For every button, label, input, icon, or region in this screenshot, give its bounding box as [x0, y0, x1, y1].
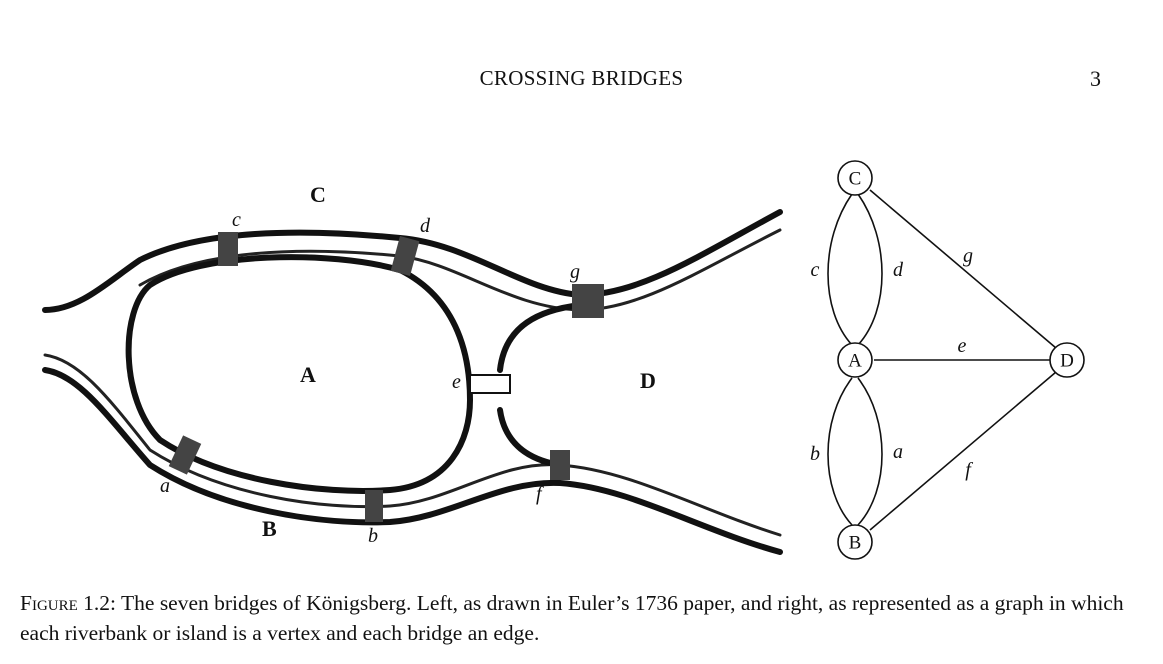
bridge-f [550, 450, 570, 480]
bridge-c [218, 232, 238, 266]
graph-edge-label-f: f [965, 459, 973, 481]
bridge-e [469, 374, 511, 394]
bridge-label-g: g [570, 261, 580, 283]
graph-node-label-c: C [849, 169, 862, 190]
graph-edge-g [869, 189, 1057, 349]
graph-node-c [837, 160, 873, 196]
graph-edge-label-g: g [963, 245, 973, 267]
bridge-graph: C A B D c d g e b a f [810, 160, 1085, 560]
bridge-label-d: d [420, 215, 431, 237]
graph-edge-label-d: d [893, 259, 904, 281]
river-fork-upper [497, 302, 583, 373]
graph-edge-label-a: a [893, 441, 903, 463]
river-bank-north-inner [138, 228, 782, 312]
graph-edge-label-b: b [810, 443, 820, 465]
river-bank-south-inner [43, 353, 782, 537]
graph-edge-b [827, 377, 853, 526]
graph-edge-c [827, 193, 853, 346]
graph-edge-f [869, 371, 1057, 531]
graph-edge-label-e: e [958, 335, 967, 357]
region-label-c: C [310, 182, 326, 207]
graph-edge-a [857, 377, 883, 526]
region-label-a: A [300, 362, 316, 387]
bridge-a [168, 435, 202, 475]
river-bank-south-outer [42, 367, 783, 555]
koenigsberg-map: C A D B a b c d e f g [42, 182, 783, 555]
figure-caption-text: The seven bridges of Königsberg. Left, a… [20, 591, 1124, 645]
graph-edge-label-c: c [811, 259, 820, 281]
bridge-g [572, 284, 604, 318]
bridge-label-e: e [452, 371, 461, 393]
graph-node-label-a: A [848, 351, 862, 372]
figure-caption-label: Figure 1.2: [20, 591, 117, 615]
bridge-label-b: b [368, 525, 378, 547]
graph-node-d [1049, 342, 1085, 378]
graph-node-b [837, 524, 873, 560]
island-outline [125, 254, 474, 494]
graph-node-label-b: B [849, 533, 862, 554]
region-label-b: B [262, 516, 277, 541]
running-header: CROSSING BRIDGES [479, 66, 684, 90]
region-label-d: D [640, 368, 656, 393]
bridge-b [365, 490, 383, 522]
page-number: 3 [1090, 66, 1101, 91]
graph-node-a [837, 342, 873, 378]
bridge-d [390, 236, 420, 276]
bridge-label-c: c [232, 209, 241, 231]
bridge-label-a: a [160, 475, 170, 497]
bridge-label-f: f [536, 483, 544, 505]
graph-edge-d [857, 193, 883, 346]
graph-node-label-d: D [1060, 351, 1074, 372]
figure-caption: Figure 1.2: The seven bridges of Königsb… [20, 588, 1150, 648]
